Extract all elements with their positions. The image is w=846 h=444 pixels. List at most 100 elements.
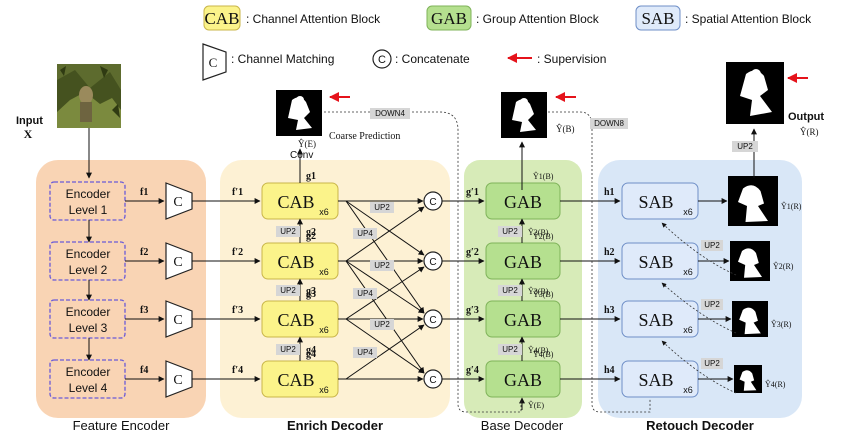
cross-connection-arrow (345, 260, 425, 314)
legend-sab-text: : Spatial Attention Block (685, 12, 812, 26)
input-label: Input (16, 115, 43, 127)
channel-matching-icon (165, 182, 193, 220)
retouch-mask-image (732, 301, 768, 337)
retouch-input-label: h2 (604, 247, 615, 258)
base-up2-label: UP2 (502, 286, 518, 295)
base-output-symbol: Ŷ4(B) (533, 349, 554, 359)
enrich-up2-label: UP2 (280, 227, 296, 236)
enrich-up2-box (276, 226, 300, 237)
retouch-up2-box (701, 240, 723, 251)
cross-connection-arrow (345, 324, 425, 380)
gab-block-label: GAB (504, 252, 542, 272)
encoder-feature-label: f4 (140, 365, 148, 376)
base-output-symbol: Ŷ3(B) (528, 286, 549, 296)
encoder-level-line1: Encoder (66, 305, 111, 319)
base-output-symbol: Ŷ3(B) (533, 289, 554, 299)
cross-connection-arrow (345, 260, 425, 374)
output-symbol: Ŷ(R) (800, 127, 819, 137)
channel-matching-icon (165, 360, 193, 398)
output-label: Output (788, 111, 824, 123)
feature-encoder-title: Feature Encoder (73, 418, 171, 433)
encoder-level-line2: Level 4 (69, 381, 108, 395)
encoder-level-line1: Encoder (66, 365, 111, 379)
cross-connection-arrow (345, 200, 425, 256)
cab-repeat-label: x6 (319, 207, 329, 217)
encoder-feature-label: f3 (140, 305, 148, 316)
retouch-output-symbol: Ŷ3(R) (771, 319, 792, 329)
enrich-output-label: g3 (306, 289, 316, 300)
cross-up2-label: UP2 (374, 320, 390, 329)
cross-up4-box (353, 288, 377, 299)
enrich-output-label: g2 (306, 227, 316, 238)
base-input-label: g′1 (466, 187, 479, 198)
coarse-prediction-symbol: Ŷ(E) (298, 139, 316, 149)
retouch-up-path (661, 222, 737, 276)
base-output-symbol: Ŷ4(B) (528, 345, 549, 355)
encoder-level-1 (49, 181, 126, 221)
legend-gab-text: : Group Attention Block (476, 12, 600, 26)
base-up2-box (498, 285, 522, 296)
base-input-label: g′4 (466, 365, 479, 376)
cross-up2-label: UP2 (374, 261, 390, 270)
cross-up2-box (370, 319, 394, 330)
legend-channel-matching-glyph: C (209, 55, 218, 70)
base-prediction-symbol: Ŷ(B) (556, 124, 575, 134)
retouch-mask-image (728, 176, 778, 226)
legend: CAB : Channel Attention Block GAB : Grou… (202, 5, 812, 81)
matched-feature-label: f′4 (232, 365, 243, 376)
legend-sab-swatch (635, 5, 681, 31)
cab-block-label: CAB (277, 370, 314, 390)
base-prediction-image (501, 92, 547, 138)
retouch-input-label: h1 (604, 187, 615, 198)
retouch-decoder-title: Retouch Decoder (646, 418, 754, 433)
coarse-prediction-text: Coarse Prediction (329, 131, 400, 142)
retouch-mask-image (730, 241, 770, 281)
cab-repeat-label: x6 (319, 267, 329, 277)
gab-block-label: GAB (504, 192, 542, 212)
cab-block-label: CAB (277, 192, 314, 212)
base-input-label: g′3 (466, 305, 479, 316)
enrich-output-label: g4 (306, 345, 316, 356)
concatenate-glyph: C (429, 315, 436, 326)
sab-block-label: SAB (638, 310, 673, 330)
cross-up4-box (353, 228, 377, 239)
concatenate-glyph: C (429, 197, 436, 208)
base-up2-box (498, 226, 522, 237)
legend-concatenate-glyph: C (378, 54, 386, 66)
retouch-input-label: h3 (604, 305, 615, 316)
cab-repeat-label: x6 (319, 325, 329, 335)
legend-channel-matching-text: : Channel Matching (231, 52, 334, 66)
encoder-level-4 (49, 359, 126, 399)
retouch-up2-label: UP2 (704, 300, 720, 309)
cross-up4-label: UP4 (357, 348, 373, 357)
gab-block-label: GAB (504, 370, 542, 390)
encoder-level-line2: Level 3 (69, 321, 108, 335)
cross-connection-arrow (345, 200, 425, 314)
retouch-output-symbol: Ŷ4(R) (765, 379, 786, 389)
retouch-up2-label: UP2 (704, 241, 720, 250)
down8-path (548, 111, 651, 413)
enrich-output-label: g2 (306, 231, 316, 242)
cross-connection-arrow (345, 318, 425, 374)
legend-concatenate-text: : Concatenate (395, 52, 470, 66)
base-output-symbol: Ŷ1(B) (533, 171, 554, 181)
encoder-level-line2: Level 1 (69, 203, 108, 217)
retouch-output-symbol: Ŷ2(R) (773, 261, 794, 271)
enrich-output-label: g4 (306, 349, 316, 360)
retouch-up-path (661, 340, 737, 394)
retouch-up-path (661, 282, 737, 334)
legend-sab-abbr: SAB (641, 9, 674, 28)
legend-cab-abbr: CAB (205, 9, 240, 28)
retouch-input-label: h4 (604, 365, 615, 376)
channel-matching-icon (165, 242, 193, 280)
cross-connection-arrow (345, 206, 425, 262)
cross-up2-box (370, 260, 394, 271)
matched-feature-label: f′1 (232, 187, 243, 198)
enrich-up2-box (276, 344, 300, 355)
sab-block-label: SAB (638, 192, 673, 212)
enrich-output-label: g1 (306, 171, 316, 182)
coarse-prediction-image (276, 90, 322, 136)
sab-block-label: SAB (638, 370, 673, 390)
